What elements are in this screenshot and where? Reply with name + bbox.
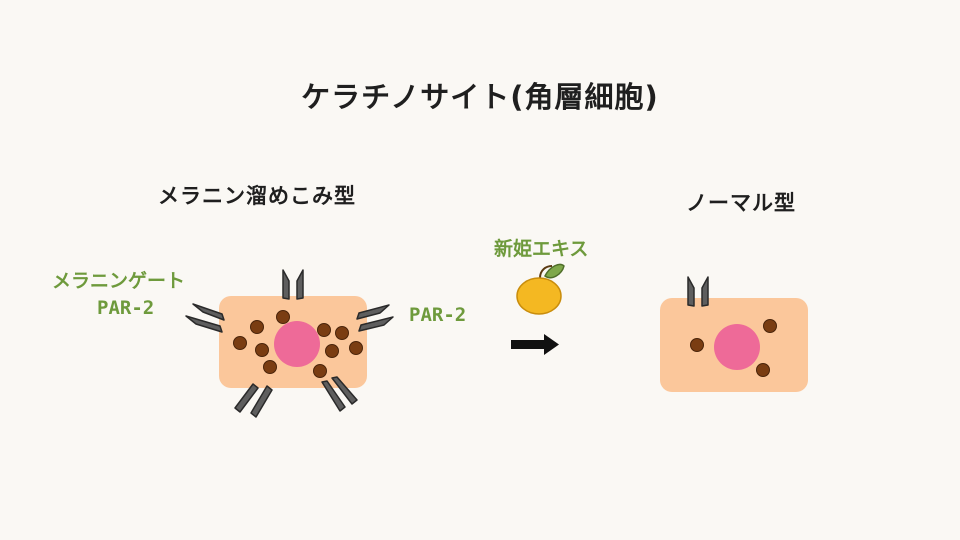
melanin-granule <box>763 319 777 333</box>
par2-gate-right-cell <box>687 276 709 307</box>
melanin-granule <box>263 360 277 374</box>
par2-gate-right <box>356 304 394 332</box>
par2-gate-bottom-left <box>234 383 273 418</box>
melanin-gate-label: メラニンゲート <box>52 270 186 292</box>
melanin-granule <box>317 323 331 337</box>
citrus-fruit-icon <box>516 263 565 315</box>
melanin-granule <box>233 336 247 350</box>
extract-label: 新姫エキス <box>494 238 589 260</box>
melanin-granule <box>313 364 327 378</box>
melanin-granule <box>250 320 264 334</box>
melanin-granule <box>325 344 339 358</box>
left-cell <box>185 269 394 418</box>
right-nucleus <box>714 324 760 370</box>
melanin-granule <box>690 338 704 352</box>
par2-gate-left <box>185 303 225 333</box>
melanin-granule <box>756 363 770 377</box>
melanin-granules <box>233 310 363 378</box>
left-cell-label: メラニン溜めこみ型 <box>158 184 356 208</box>
par2-left-label: PAR-2 <box>97 297 155 319</box>
arrow-right-icon <box>511 334 559 355</box>
par2-right-label: PAR-2 <box>409 304 467 326</box>
melanin-granule <box>335 326 349 340</box>
right-cell <box>660 276 808 392</box>
left-nucleus <box>274 321 320 367</box>
page-title: ケラチノサイト(角層細胞) <box>301 80 659 114</box>
right-cell-label: ノーマル型 <box>686 191 796 215</box>
par2-gate-bottom-right <box>321 376 358 412</box>
melanin-granule <box>276 310 290 324</box>
par2-gate-top <box>282 269 304 300</box>
melanin-granule <box>255 343 269 357</box>
melanin-granule <box>349 341 363 355</box>
